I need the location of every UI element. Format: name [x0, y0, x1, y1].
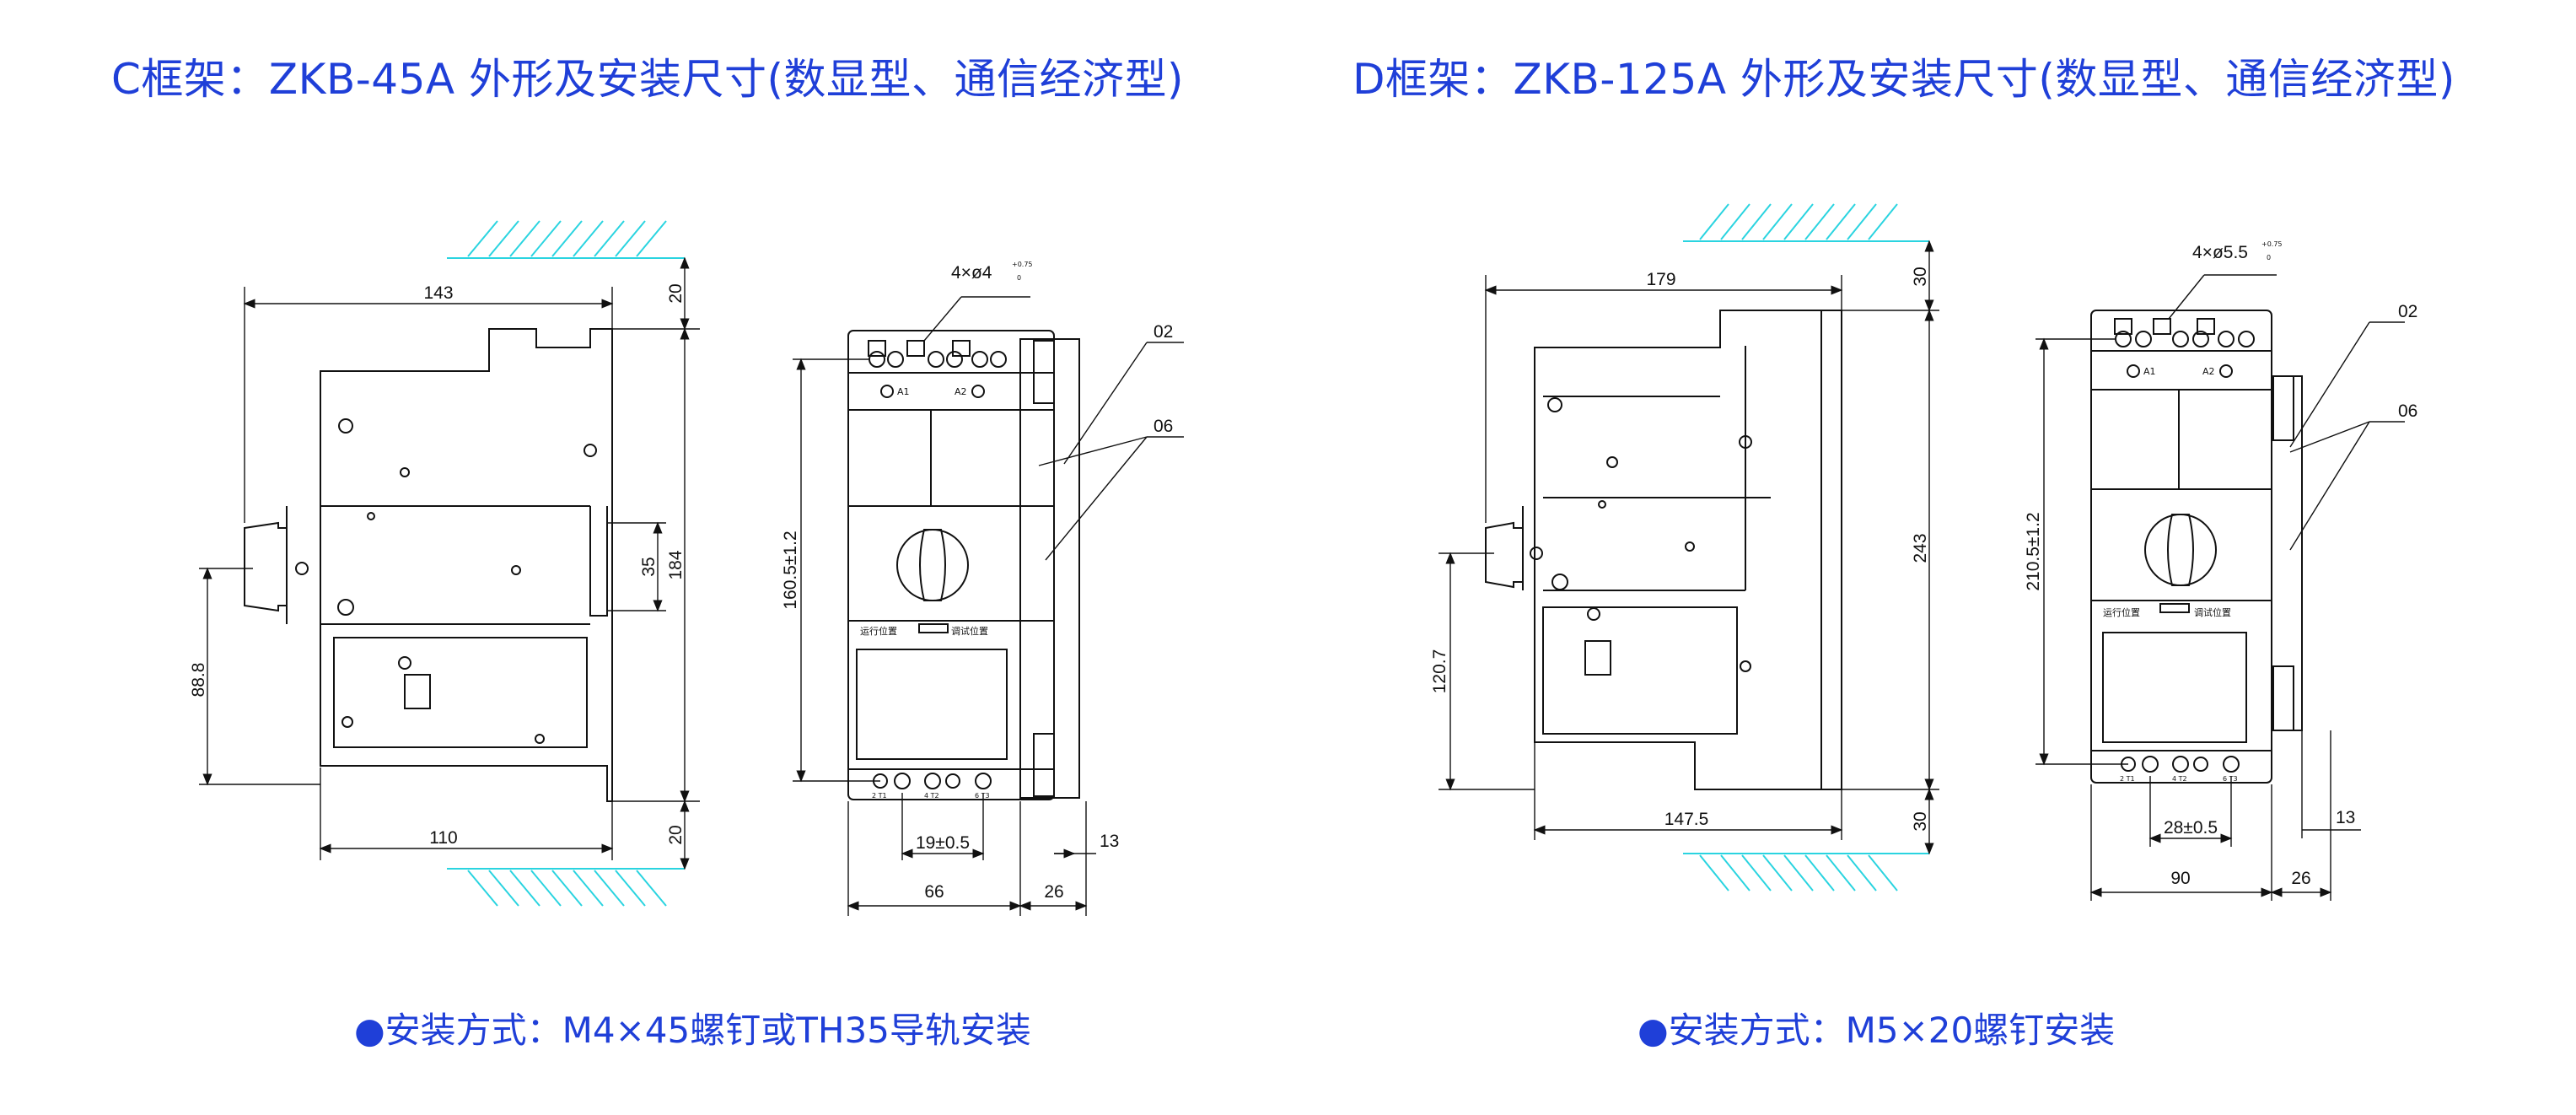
- frame-c-front-view: [793, 296, 1184, 916]
- dim-c-top-gap: 20: [666, 283, 686, 303]
- callout-c-06: 06: [1154, 417, 1173, 436]
- terminal-d-a2: A2: [2202, 366, 2215, 377]
- frame-c-mounting-method: ●安装方式：M4×45螺钉或TH35导轨安装: [354, 1010, 1031, 1051]
- dim-d-front-height: 210.5±1.2: [2024, 512, 2043, 590]
- dim-c-bottom-gap: 20: [666, 825, 686, 844]
- frame-c-title: C框架：ZKB-45A 外形及安装尺寸(数显型、通信经济型): [111, 55, 1185, 104]
- top-mounting-surface: [447, 220, 685, 259]
- label-c-run: 运行位置: [860, 625, 897, 637]
- terminal-d-t2: 4 T2: [2172, 775, 2187, 783]
- terminal-c-t1: 2 T1: [872, 792, 887, 800]
- label-c-test: 调试位置: [951, 625, 988, 637]
- frame-d-side-view: [1439, 203, 1939, 891]
- dim-c-tol-low: 0: [1017, 274, 1021, 282]
- frame-d-title: D框架：ZKB-125A 外形及安装尺寸(数显型、通信经济型): [1353, 55, 2455, 104]
- frame-c-side-dimensions: 143 110 20 20 184 35 88.8: [189, 283, 686, 848]
- dim-lines: [199, 256, 700, 870]
- callout-c-02: 02: [1154, 322, 1173, 342]
- dim-c-holes: 4×ø4: [951, 263, 992, 283]
- terminal-c-a2: A2: [955, 386, 967, 397]
- frame-d-mounting-method: ●安装方式：M5×20螺钉安装: [1638, 1010, 2116, 1051]
- dim-d-tol-up: +0.75: [2261, 240, 2283, 248]
- callout-d-02: 02: [2398, 302, 2417, 321]
- dim-c-height: 184: [666, 550, 686, 579]
- dim-d-height: 243: [1911, 533, 1930, 563]
- top-mounting-surface: [1683, 203, 1929, 242]
- dim-d-tol-low: 0: [2267, 254, 2271, 261]
- dim-d-bottom-gap: 30: [1911, 811, 1930, 831]
- terminal-d-t1: 2 T1: [2120, 775, 2135, 783]
- dim-c-base: 110: [429, 828, 457, 848]
- dim-c-front-height: 160.5±1.2: [781, 531, 800, 609]
- dim-d-front-width: 90: [2170, 869, 2190, 888]
- dim-d-width: 179: [1646, 270, 1675, 289]
- terminal-c-t3: 6 T3: [975, 792, 990, 800]
- frame-d-front-dimensions: 4×ø5.5 +0.75 0 02 06 210.5±1.2 28±0.5 90…: [2024, 240, 2417, 888]
- label-d-run: 运行位置: [2103, 606, 2140, 618]
- bottom-mounting-surface: [447, 868, 685, 907]
- dim-c-front-width: 66: [924, 882, 944, 902]
- terminal-d-t3: 6 T3: [2223, 775, 2238, 783]
- dim-c-side-width: 26: [1044, 882, 1063, 902]
- dim-d-handle-height: 120.7: [1430, 649, 1449, 694]
- frame-d-front-view: [2036, 274, 2405, 901]
- dim-d-pitch: 28±0.5: [2164, 818, 2218, 838]
- dim-d-base: 147.5: [1664, 810, 1709, 829]
- dim-c-rail: 35: [639, 557, 659, 576]
- dim-d-offset: 13: [2336, 808, 2355, 827]
- frame-c-front-dimensions: 4×ø4 +0.75 0 02 06 160.5±1.2 19±0.5 66 2…: [781, 261, 1173, 902]
- dim-c-handle-height: 88.8: [189, 663, 208, 698]
- dim-d-holes: 4×ø5.5: [2192, 243, 2248, 262]
- dim-c-pitch: 19±0.5: [916, 833, 970, 853]
- dim-c-width: 143: [423, 283, 453, 303]
- bottom-mounting-surface: [1683, 853, 1929, 891]
- callout-d-06: 06: [2398, 401, 2417, 421]
- label-d-test: 调试位置: [2194, 606, 2231, 618]
- frame-c-side-view: [199, 220, 700, 907]
- dim-d-side-width: 26: [2291, 869, 2310, 888]
- terminal-c-t2: 4 T2: [924, 792, 939, 800]
- dim-c-offset: 13: [1100, 832, 1119, 851]
- terminal-c-a1: A1: [897, 386, 910, 397]
- frame-d-side-dimensions: 179 147.5 30 30 243 120.7: [1430, 267, 1930, 831]
- terminal-d-a1: A1: [2143, 366, 2156, 377]
- dim-d-top-gap: 30: [1911, 267, 1930, 286]
- dim-c-tol-up: +0.75: [1012, 261, 1033, 268]
